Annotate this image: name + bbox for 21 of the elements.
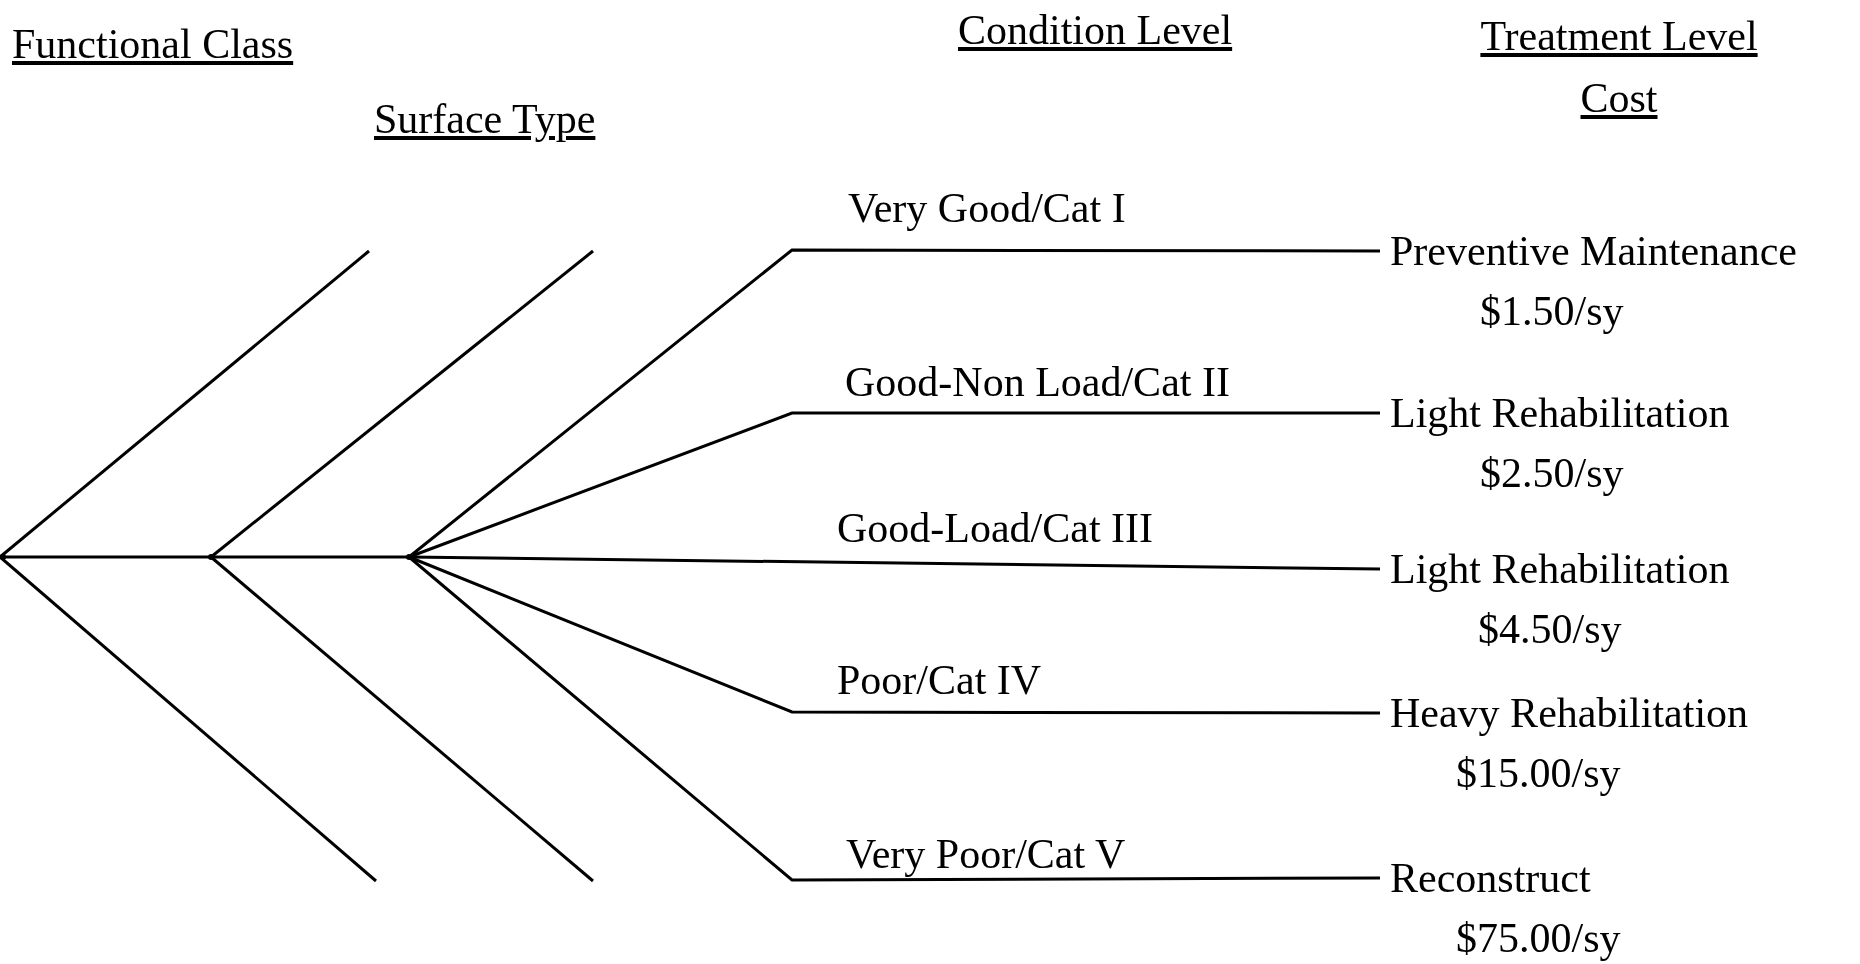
- column-heading: Treatment Level Cost: [1479, 12, 1759, 123]
- junction-point: [208, 554, 214, 560]
- treatment-text: Preventive Maintenance $1.50/sy: [1380, 221, 1797, 341]
- edge-label: Very Good/Cat I: [848, 184, 1126, 233]
- treatment-text: Reconstruct $75.00/sy: [1380, 848, 1621, 964]
- branch-line: [210, 249, 594, 559]
- branch-line: [210, 555, 594, 883]
- treatment-text: Light Rehabilitation $4.50/sy: [1380, 539, 1730, 659]
- treatment-text: Heavy Rehabilitation $15.00/sy: [1380, 683, 1749, 803]
- treatment-text: Light Rehabilitation $2.50/sy: [1380, 383, 1730, 503]
- junction-point: [0, 554, 6, 560]
- edge-label: Good-Load/Cat III: [837, 504, 1154, 553]
- column-heading: Functional Class: [12, 20, 294, 69]
- connector-line: [409, 555, 1380, 571]
- column-heading: Condition Level: [958, 6, 1233, 55]
- column-heading: Surface Type: [374, 95, 596, 144]
- connector-line: [211, 555, 409, 559]
- edge-label: Good-Non Load/Cat II: [845, 358, 1230, 407]
- edge-label: Very Poor/Cat V: [846, 830, 1126, 879]
- junction-point: [406, 554, 412, 560]
- edge-label: Poor/Cat IV: [837, 656, 1042, 705]
